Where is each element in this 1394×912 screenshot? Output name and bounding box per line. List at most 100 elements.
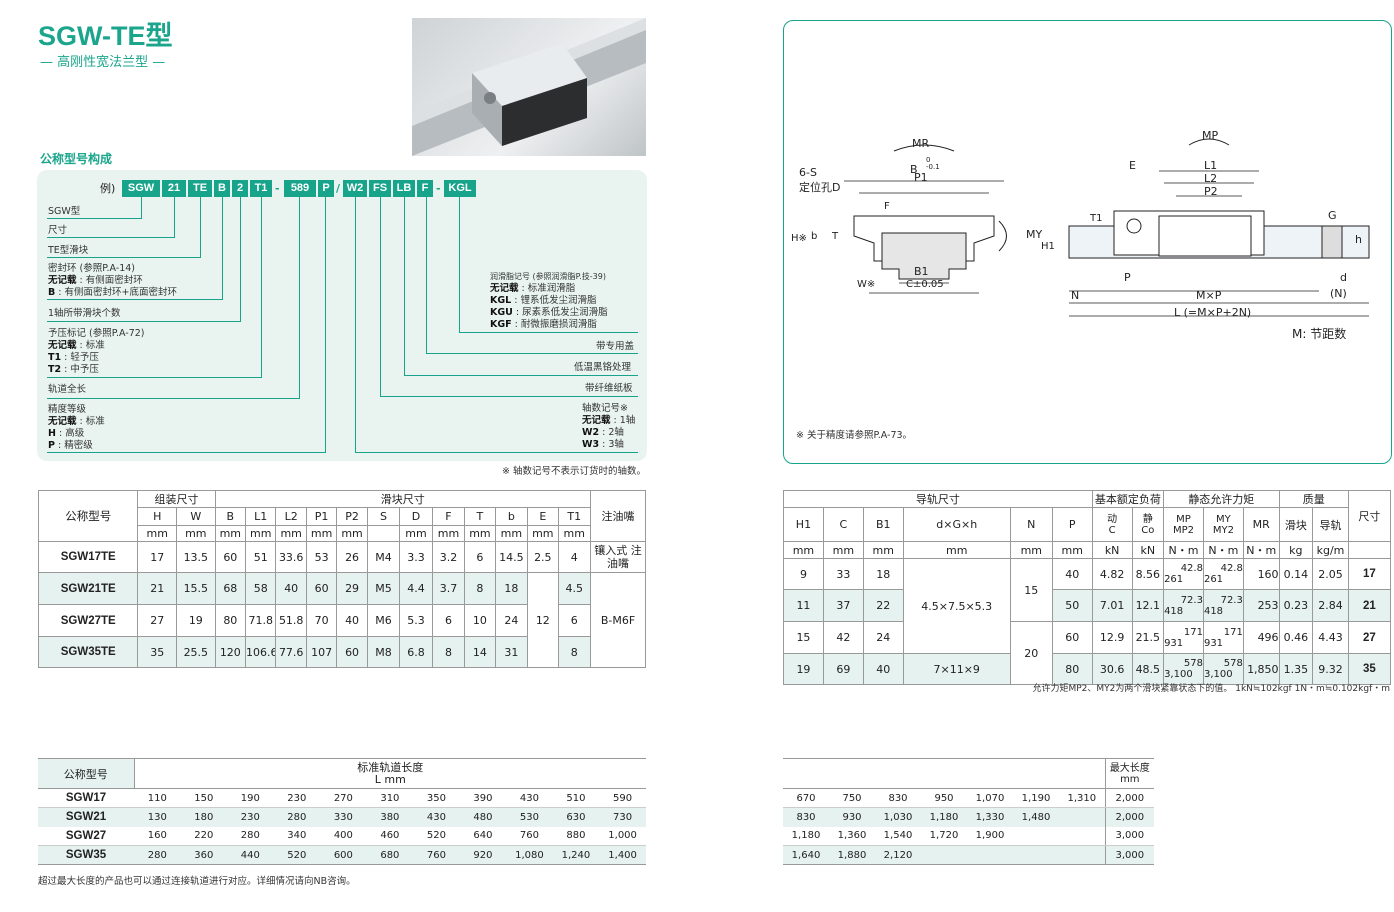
header-moment: 静态允许力矩 (1163, 490, 1280, 508)
value-cell: 26 (336, 541, 368, 573)
page-subtitle: — 高刚性宽法兰型 — (40, 55, 166, 70)
label-chrome: 低温黑铬处理 (574, 362, 632, 373)
value-cell: 1,400 (599, 845, 646, 865)
value-cell: M4 (366, 541, 401, 573)
table-row: 1,180 1,360 1,540 1,720 1,900 3,000 (783, 826, 1155, 846)
value-cell: 0.14 (1278, 558, 1314, 590)
value-cell: 1.35 (1278, 653, 1314, 685)
value-cell: 69 (822, 653, 864, 685)
connector-line (47, 197, 175, 238)
unit-cell: kN (1091, 541, 1133, 559)
header-mass: 质量 (1278, 490, 1349, 508)
code-chip: W2 (343, 180, 367, 197)
value-cell: 2.5 (527, 541, 559, 573)
label-mp: MP (1202, 129, 1219, 142)
value-cell: 590 (599, 788, 646, 808)
col-header: D (399, 507, 433, 526)
label-blocks-per-axis: 1轴所带滑块个数 (48, 308, 121, 319)
col-header: L1 (245, 507, 277, 526)
col-header: b (494, 507, 529, 526)
label-h: H※ (791, 233, 807, 244)
value-cell: 1,080 (506, 845, 553, 865)
value-cell: 160 (134, 826, 181, 846)
col-header: P2 (336, 507, 368, 526)
value-cell: 130 (147, 811, 167, 823)
unit-cell: mm (1009, 541, 1053, 559)
value-cell: 2,120 (875, 845, 921, 865)
value-cell: 1,480 (1021, 811, 1051, 823)
code-chip: T1 (250, 180, 272, 197)
value-cell: 120 (214, 636, 247, 668)
value-cell: 35 (137, 636, 178, 668)
connector-line (47, 197, 201, 258)
label-n: N (1071, 289, 1080, 302)
value-cell: 2.05 (1312, 558, 1349, 590)
value-cell: 1,900 (967, 826, 1013, 846)
product-photo (412, 18, 646, 156)
value-cell: 15.5 (176, 572, 216, 605)
value-cell: 40 (336, 604, 368, 637)
value-cell: 24 (494, 604, 529, 637)
unit-cell: mm (494, 525, 529, 542)
label-g: G (1328, 209, 1337, 222)
value-cell: 40 (1051, 558, 1093, 590)
value-cell: 760 (506, 826, 553, 846)
value-cell: 6 (431, 604, 466, 637)
connector-line (380, 197, 638, 397)
unit-cell: mm (214, 525, 247, 542)
max-length-cell: 2,000 (1104, 807, 1155, 827)
col-header: H1 (783, 507, 824, 542)
value-cell: 520 (413, 826, 460, 846)
connector-line (47, 197, 223, 300)
unit-cell: mm (399, 525, 433, 542)
code-chip: 589 (284, 180, 316, 197)
header-blank (783, 758, 1106, 789)
value-cell: 14 (464, 636, 496, 668)
max-length-cell: 3,000 (1104, 826, 1155, 846)
size-cell: 27 (1347, 621, 1392, 654)
header-size: 尺寸 (1347, 490, 1392, 542)
label-t: T (832, 231, 839, 242)
model-cell: SGW27 (38, 826, 135, 846)
label-l2: L2 (1204, 172, 1218, 185)
value-cell: 7×11×9 (902, 653, 1011, 685)
col-header: 导轨 (1312, 507, 1349, 542)
label-w: W※ (857, 279, 876, 290)
code-chip: F (417, 180, 433, 197)
label-block-type: TE型滑块 (48, 245, 89, 256)
max-length-cell: 3,000 (1104, 845, 1155, 865)
table-row: 830 930 1,030 1,180 1,330 1,480 2,000 (783, 807, 1155, 827)
value-cell: 400 (320, 826, 367, 846)
value-cell (1059, 845, 1106, 865)
label-grease: 润滑脂记号 (参照润滑脂P.技-39) 无记载 : 标准润滑脂 KGL : 锂系… (490, 272, 608, 330)
unit-cell: mm (176, 525, 216, 542)
value-cell: 330 (333, 811, 353, 823)
value-cell: 630 (566, 811, 586, 823)
label-c: C±0.05 (906, 279, 944, 290)
value-cell: 6 (557, 604, 592, 637)
col-header: E (527, 507, 559, 526)
col-header: B1 (862, 507, 904, 542)
value-cell: 2.84 (1312, 589, 1349, 622)
value-cell: 880 (552, 826, 600, 846)
value-cell: 520 (273, 845, 321, 865)
table-row: SGW27 160 220 280 340 400 460 520 640 76… (38, 826, 646, 846)
label-mxp: M×P (1196, 289, 1222, 302)
value-cell: 3.7 (431, 572, 466, 605)
label-n-paren: (N) (1330, 287, 1347, 300)
spec-table-left: 公称型号 组装尺寸 滑块尺寸 注油嘴 H W B L1 L2 P1 P2 S D… (37, 490, 646, 668)
label-mr: MR (912, 137, 930, 150)
value-cell: 70 (305, 604, 338, 637)
label-my: MY (1026, 228, 1043, 241)
label-l1: L1 (1204, 159, 1218, 172)
value-cell: M5 (366, 572, 401, 605)
col-header: F (431, 507, 466, 526)
value-cell: 530 (519, 811, 539, 823)
label-b-small: b (811, 231, 818, 242)
connector-line (426, 197, 638, 354)
